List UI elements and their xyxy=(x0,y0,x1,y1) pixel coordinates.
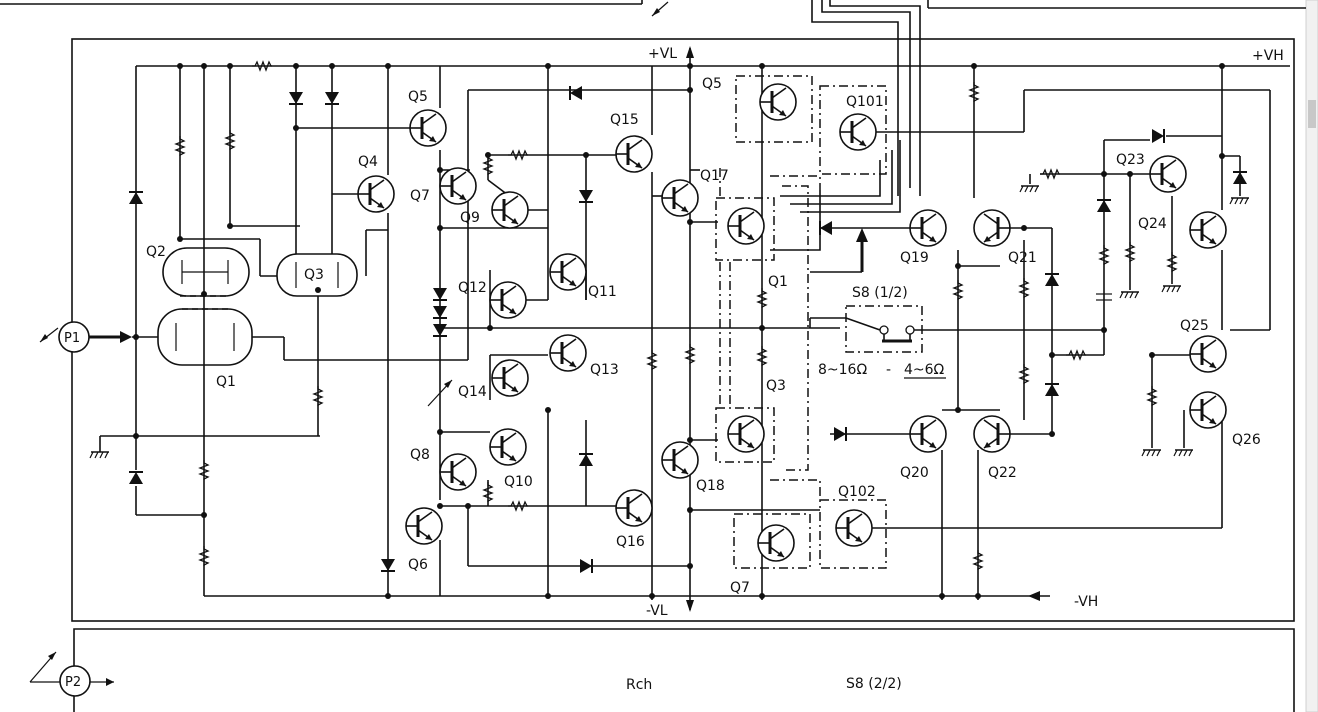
label-q23: Q23 xyxy=(1116,152,1145,168)
transistor-q16 xyxy=(614,488,654,528)
transistor-q4 xyxy=(356,174,396,214)
vl-neg-label: -VL xyxy=(646,603,668,619)
label-q11: Q11 xyxy=(588,284,617,300)
label-out-q7: Q7 xyxy=(730,580,750,596)
label-q4: Q4 xyxy=(358,154,378,170)
top-edge-lines xyxy=(0,0,1306,196)
label-q102: Q102 xyxy=(838,484,876,500)
label-q21: Q21 xyxy=(1008,250,1037,266)
label-q8: Q8 xyxy=(410,447,430,463)
transistor-q17 xyxy=(660,178,700,218)
transistor-q7 xyxy=(438,166,478,206)
label-q2: Q2 xyxy=(146,244,166,260)
label-q9: Q9 xyxy=(460,210,480,226)
vh-neg-label: -VH xyxy=(1074,594,1098,610)
transistor-q18 xyxy=(660,440,700,480)
label-q12: Q12 xyxy=(458,280,487,296)
label-q3: Q3 xyxy=(304,267,324,283)
transistor-out-q1 xyxy=(726,206,766,246)
switch-setting-b: 4~6Ω xyxy=(904,362,945,378)
label-out-q5: Q5 xyxy=(702,76,722,92)
transistor-q25 xyxy=(1188,334,1228,374)
input-section xyxy=(39,61,468,596)
transistor-q10 xyxy=(488,427,528,467)
label-q10: Q10 xyxy=(504,474,533,490)
label-q26: Q26 xyxy=(1232,432,1261,448)
switch-separator: - xyxy=(886,362,891,378)
scrollbar[interactable] xyxy=(1305,0,1318,712)
switch-s8 xyxy=(845,305,1104,353)
vl-pos-label: +VL xyxy=(648,46,677,62)
label-q22: Q22 xyxy=(988,465,1017,481)
label-q13: Q13 xyxy=(590,362,619,378)
transistor-q22 xyxy=(972,414,1012,454)
port-p1-label: P1 xyxy=(64,331,80,346)
label-q17: Q17 xyxy=(700,168,729,184)
scrollbar-thumb[interactable] xyxy=(1308,100,1316,128)
output-section xyxy=(690,66,1271,600)
left-channel-frame xyxy=(71,38,1295,622)
label-q24: Q24 xyxy=(1138,216,1167,232)
switch-label: S8 (1/2) xyxy=(852,285,908,301)
rails xyxy=(135,46,1290,612)
label-q101: Q101 xyxy=(846,94,884,110)
channel-label: Rch xyxy=(626,677,652,693)
transistor-out-q7 xyxy=(756,523,796,563)
label-q15: Q15 xyxy=(610,112,639,128)
label-q1: Q1 xyxy=(216,374,236,390)
label-q7: Q7 xyxy=(410,188,430,204)
label-q25: Q25 xyxy=(1180,318,1209,334)
transistor-q24 xyxy=(1188,210,1228,250)
transistor-out-q3 xyxy=(726,414,766,454)
transistor-q6 xyxy=(404,506,444,546)
label-q19: Q19 xyxy=(900,250,929,266)
right-channel-frame xyxy=(73,628,1295,712)
label-q5: Q5 xyxy=(408,89,428,105)
transistor-q9 xyxy=(490,190,530,230)
predriver-section xyxy=(647,66,820,600)
label-out-q3: Q3 xyxy=(766,378,786,394)
transistor-q20 xyxy=(908,414,948,454)
label-out-q1: Q1 xyxy=(768,274,788,290)
vh-pos-label: +VH xyxy=(1252,48,1284,64)
transistor-q15 xyxy=(614,134,654,174)
transistor-q19 xyxy=(908,208,948,248)
transistor-q12 xyxy=(488,280,528,320)
transistor-q11 xyxy=(548,252,588,292)
label-q14: Q14 xyxy=(458,384,487,400)
driver-section xyxy=(380,66,690,596)
transistor-q26 xyxy=(1188,390,1228,430)
label-q6: Q6 xyxy=(408,557,428,573)
transistor-q102 xyxy=(834,508,874,548)
transistor-q21 xyxy=(972,208,1012,248)
transistor-q13 xyxy=(548,333,588,373)
port-p2-label: P2 xyxy=(65,675,81,690)
transistor-q101 xyxy=(838,112,878,152)
junctions xyxy=(133,63,1225,599)
lower-panel xyxy=(29,651,114,697)
switch-setting-a: 8~16Ω xyxy=(818,362,867,378)
switch-s8-2-label: S8 (2/2) xyxy=(846,676,902,692)
transistor-out-q5 xyxy=(758,82,798,122)
label-q20: Q20 xyxy=(900,465,929,481)
transistor-q5 xyxy=(408,108,448,148)
transistor-q14 xyxy=(490,358,530,398)
transistor-q23 xyxy=(1148,154,1188,194)
label-q16: Q16 xyxy=(616,534,645,550)
label-q18: Q18 xyxy=(696,478,725,494)
transistor-q8 xyxy=(438,452,478,492)
